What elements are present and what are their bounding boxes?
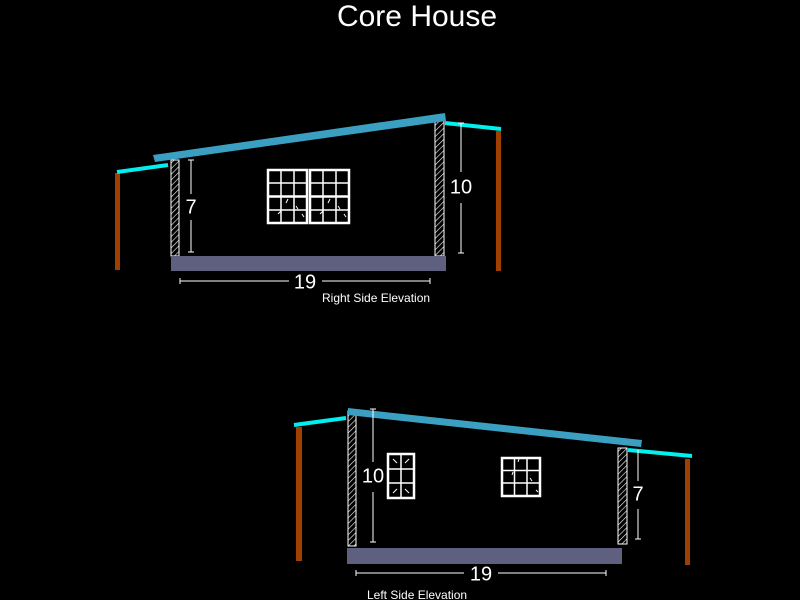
dimension-left-height: 7 — [185, 159, 197, 253]
right-post — [496, 131, 501, 271]
roof — [153, 113, 446, 162]
right-overhang — [627, 448, 693, 458]
roof — [348, 408, 642, 447]
left-side-elevation: 10 7 19 Left Side Elevation — [293, 408, 693, 600]
dimension-label: 10 — [450, 176, 472, 198]
right-side-elevation: 7 10 19 Right Side Elevation — [115, 113, 502, 305]
right-wall — [434, 120, 445, 257]
floor-slab — [347, 548, 622, 564]
floor-slab — [171, 256, 446, 271]
right-overhang — [444, 121, 502, 131]
dimension-label: 10 — [362, 465, 384, 487]
elevation-label: Right Side Elevation — [322, 291, 430, 305]
window-tall — [386, 452, 416, 500]
left-post — [115, 173, 120, 270]
right-post — [685, 459, 690, 565]
dimension-right-height: 7 — [632, 450, 644, 540]
dimension-label: 7 — [632, 483, 643, 505]
left-post — [296, 427, 302, 561]
dimension-width: 19 — [179, 271, 431, 293]
left-overhang — [293, 416, 347, 427]
window — [266, 168, 351, 225]
right-wall — [617, 447, 628, 545]
left-overhang — [116, 163, 169, 174]
left-wall — [170, 159, 180, 257]
left-wall — [347, 410, 357, 547]
window-square — [500, 456, 542, 498]
dimension-label: 7 — [185, 196, 196, 218]
dimension-label: 19 — [294, 271, 316, 293]
elevation-label: Left Side Elevation — [367, 588, 467, 600]
dimension-width: 19 — [355, 563, 607, 585]
dimension-right-height: 10 — [450, 122, 472, 254]
dimension-label: 19 — [470, 563, 492, 585]
dimension-left-height: 10 — [362, 408, 384, 543]
page-title: Core House — [337, 0, 497, 33]
